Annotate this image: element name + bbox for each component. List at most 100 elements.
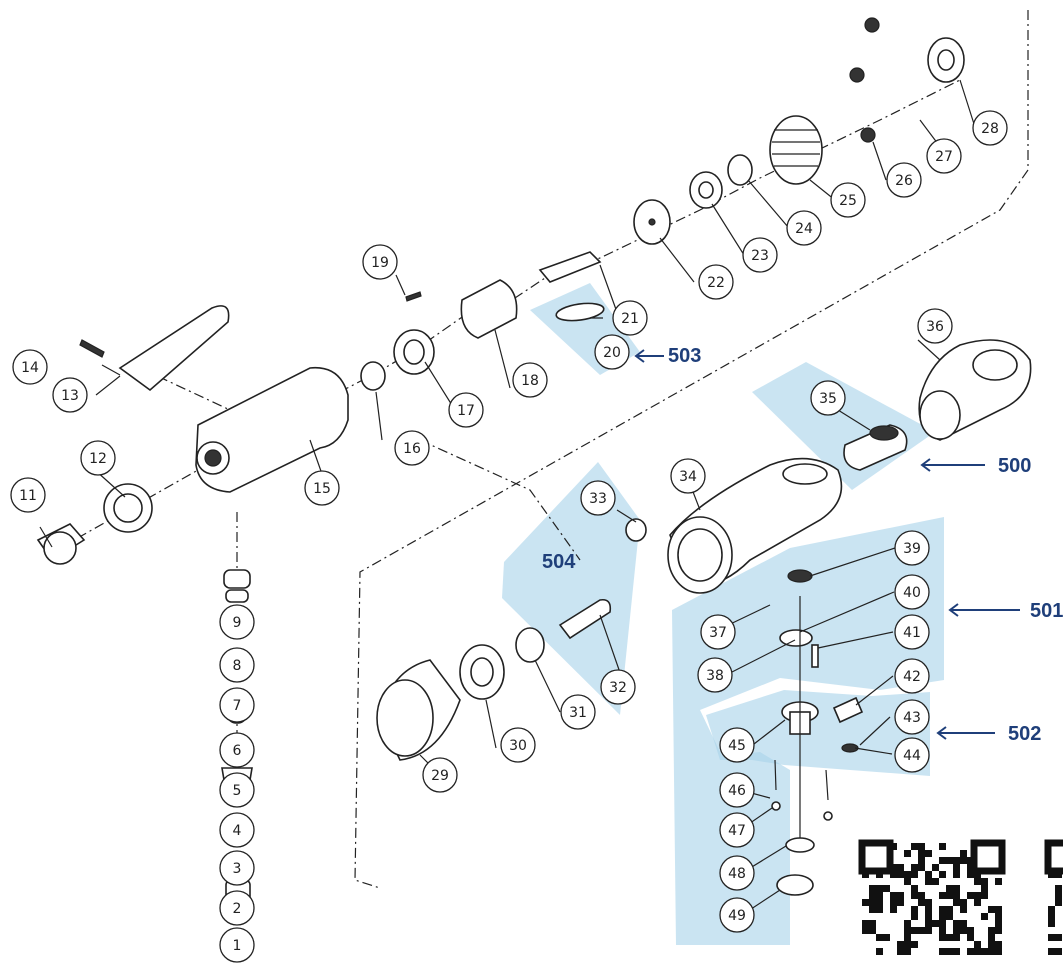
- part-number-label: 11: [19, 488, 37, 504]
- highlight-502: [706, 690, 930, 776]
- part-callout-30: 30: [500, 727, 536, 763]
- callout-circle: [917, 308, 953, 344]
- part-callout-29: 29: [422, 757, 458, 793]
- part-callout-12: 12: [80, 440, 116, 476]
- part-number-label: 5: [233, 783, 242, 799]
- callout-circle: [422, 757, 458, 793]
- part-callout-22: 22: [698, 264, 734, 300]
- callout-circle: [219, 890, 255, 926]
- callout-circle: [894, 699, 930, 735]
- part-number-label: 15: [313, 481, 331, 497]
- part-number-label: 36: [926, 319, 944, 335]
- part-number-label: 48: [728, 866, 746, 882]
- part-number-label: 12: [89, 451, 107, 467]
- callout-circle: [512, 362, 548, 398]
- part-number-label: 26: [895, 173, 913, 189]
- group-label-503: 503: [668, 345, 701, 367]
- arrow-500: [920, 458, 985, 472]
- part-number-label: 3: [233, 861, 242, 877]
- callout-circle: [700, 614, 736, 650]
- group-label-504: 504: [542, 551, 576, 573]
- callout-circle: [810, 380, 846, 416]
- part-number-label: 13: [61, 388, 79, 404]
- callout-circle: [894, 614, 930, 650]
- part-number-label: 42: [903, 669, 921, 685]
- callout-circle: [670, 458, 706, 494]
- part-callout-4: 4: [219, 812, 255, 848]
- part-number-label: 8: [233, 658, 242, 674]
- callout-circle: [12, 349, 48, 385]
- part-callout-34: 34: [670, 458, 706, 494]
- callout-circle: [219, 604, 255, 640]
- part-callout-3: 3: [219, 850, 255, 886]
- callout-circle: [52, 377, 88, 413]
- callout-circle: [394, 430, 430, 466]
- part-number-label: 35: [819, 391, 837, 407]
- part-callout-21: 21: [612, 300, 648, 336]
- part-callout-32: 32: [600, 669, 636, 705]
- part-callout-33: 33: [580, 480, 616, 516]
- callout-circle: [219, 812, 255, 848]
- part-callout-28: 28: [972, 110, 1008, 146]
- part-callout-26: 26: [886, 162, 922, 198]
- part-number-label: 45: [728, 738, 746, 754]
- callout-circle: [500, 727, 536, 763]
- callout-circle: [560, 694, 596, 730]
- callout-circle: [719, 727, 755, 763]
- callout-circle: [219, 687, 255, 723]
- part-number-label: 39: [903, 541, 921, 557]
- part-number-label: 2: [233, 901, 242, 917]
- part-number-label: 32: [609, 680, 627, 696]
- part-callout-8: 8: [219, 647, 255, 683]
- part-number-label: 40: [903, 585, 921, 601]
- callout-circle: [80, 440, 116, 476]
- callout-circle: [448, 392, 484, 428]
- part-number-label: 22: [707, 275, 725, 291]
- part-number-label: 18: [521, 373, 539, 389]
- part-number-label: 29: [431, 768, 449, 784]
- part-callout-24: 24: [786, 210, 822, 246]
- callout-circle: [830, 182, 866, 218]
- part-number-label: 28: [981, 121, 999, 137]
- part-callout-16: 16: [394, 430, 430, 466]
- callout-circle: [219, 647, 255, 683]
- part-callout-41: 41: [894, 614, 930, 650]
- part-number-label: 16: [403, 441, 421, 457]
- callout-circle: [719, 812, 755, 848]
- part-callout-48: 48: [719, 855, 755, 891]
- callout-circle: [219, 927, 255, 963]
- part-number-label: 34: [679, 469, 697, 485]
- parts: [36, 17, 1032, 907]
- part-callout-42: 42: [894, 658, 930, 694]
- part-callout-6: 6: [219, 732, 255, 768]
- part-number-label: 49: [728, 908, 746, 924]
- part-callout-45: 45: [719, 727, 755, 763]
- part-callout-23: 23: [742, 237, 778, 273]
- callout-circle: [697, 657, 733, 693]
- callout-circle: [719, 897, 755, 933]
- callout-circle: [894, 658, 930, 694]
- part-number-label: 37: [709, 625, 727, 641]
- part-callout-43: 43: [894, 699, 930, 735]
- part-callout-27: 27: [926, 138, 962, 174]
- arrow-503: [634, 349, 664, 363]
- qr-code-icon: [1044, 839, 1063, 955]
- part-number-label: 44: [903, 748, 921, 764]
- callout-circle: [304, 470, 340, 506]
- callout-circle: [580, 480, 616, 516]
- part-callout-9: 9: [219, 604, 255, 640]
- part-number-label: 7: [233, 698, 242, 714]
- callout-circle: [719, 772, 755, 808]
- callout-circle: [972, 110, 1008, 146]
- callout-circle: [219, 850, 255, 886]
- callout-circle: [742, 237, 778, 273]
- throttle-lever: [118, 305, 230, 392]
- part-number-label: 19: [371, 255, 389, 271]
- part-callout-35: 35: [810, 380, 846, 416]
- part-number-label: 33: [589, 491, 607, 507]
- part-callout-2: 2: [219, 890, 255, 926]
- part-number-label: 17: [457, 403, 475, 419]
- callout-circle: [219, 732, 255, 768]
- part-number-label: 43: [903, 710, 921, 726]
- part-callout-37: 37: [700, 614, 736, 650]
